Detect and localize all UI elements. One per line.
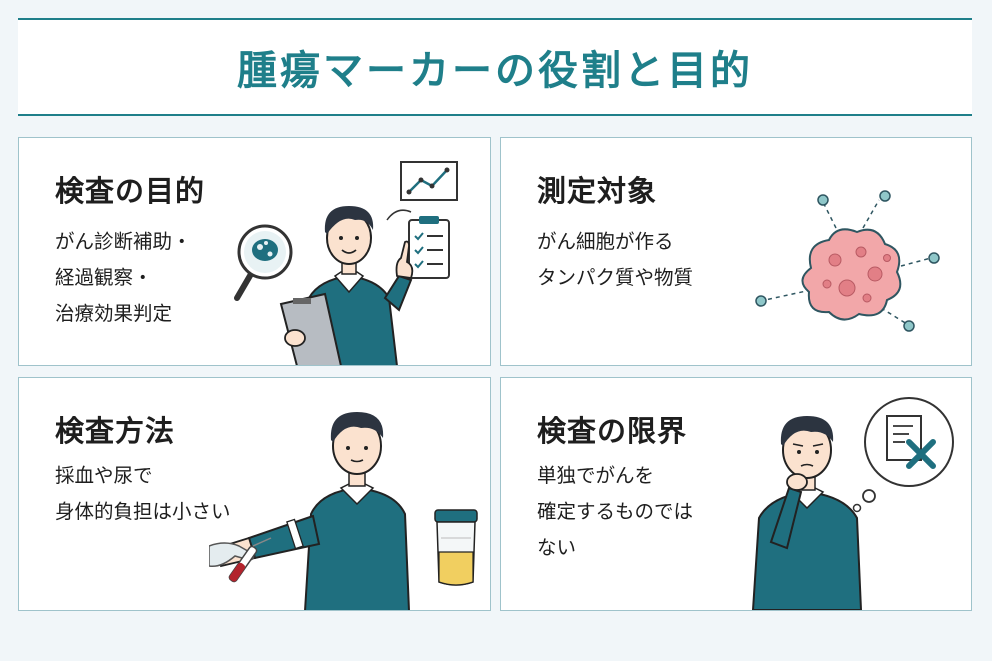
card-line: 治療効果判定 (55, 302, 173, 325)
card-line: がん細胞が作る (537, 230, 674, 253)
card-body: 採血や尿で 身体的負担は小さい (55, 458, 231, 530)
card-line: がん診断補助・ (55, 230, 192, 253)
card-line: 単独でがんを (537, 464, 655, 487)
card-line: ない (537, 536, 577, 559)
magnifier-cells-icon (234, 224, 293, 301)
card-line: タンパク質や物質 (537, 266, 694, 289)
urine-cup-icon (434, 509, 478, 586)
thinking-man-icon (751, 416, 863, 610)
title-band: 腫瘍マーカーの役割と目的 (18, 18, 972, 116)
page-title: 腫瘍マーカーの役割と目的 (237, 48, 753, 94)
card-limitation: 検査の限界 単独でがんを 確定するものでは ない (500, 377, 972, 611)
doctor-pointing-icon (279, 206, 414, 365)
card-title: 検査の目的 (55, 174, 206, 208)
card-purpose: 検査の目的 がん診断補助・ 経過観察・ 治療効果判定 (18, 137, 491, 366)
card-body: がん細胞が作る タンパク質や物質 (537, 224, 693, 296)
card-title: 検査方法 (55, 414, 176, 448)
card-line: 身体的負担は小さい (55, 500, 231, 523)
card-title: 測定対象 (537, 174, 658, 208)
card-body: 単独でがんを 確定するものでは ない (537, 458, 693, 566)
line-chart-icon (400, 161, 458, 201)
card-line: 経過観察・ (55, 266, 153, 289)
tumor-cell-cluster-icon (755, 190, 940, 332)
blood-draw-icon (209, 537, 272, 583)
card-body: がん診断補助・ 経過観察・ 治療効果判定 (55, 224, 192, 332)
card-line: 確定するものでは (537, 500, 694, 523)
doctor-illustration (234, 161, 458, 365)
card-target: 測定対象 がん細胞が作る タンパク質や物質 (500, 137, 972, 366)
card-method: 検査方法 採血や尿で 身体的負担は小さい (18, 377, 491, 611)
thinking-illustration (751, 397, 954, 610)
card-line: 採血や尿で (55, 464, 153, 487)
clipboard-checklist-icon (408, 216, 450, 279)
patient-icon (215, 412, 410, 610)
document-x-icon (852, 397, 954, 513)
blood-test-illustration (209, 412, 478, 610)
card-title: 検査の限界 (537, 414, 688, 448)
